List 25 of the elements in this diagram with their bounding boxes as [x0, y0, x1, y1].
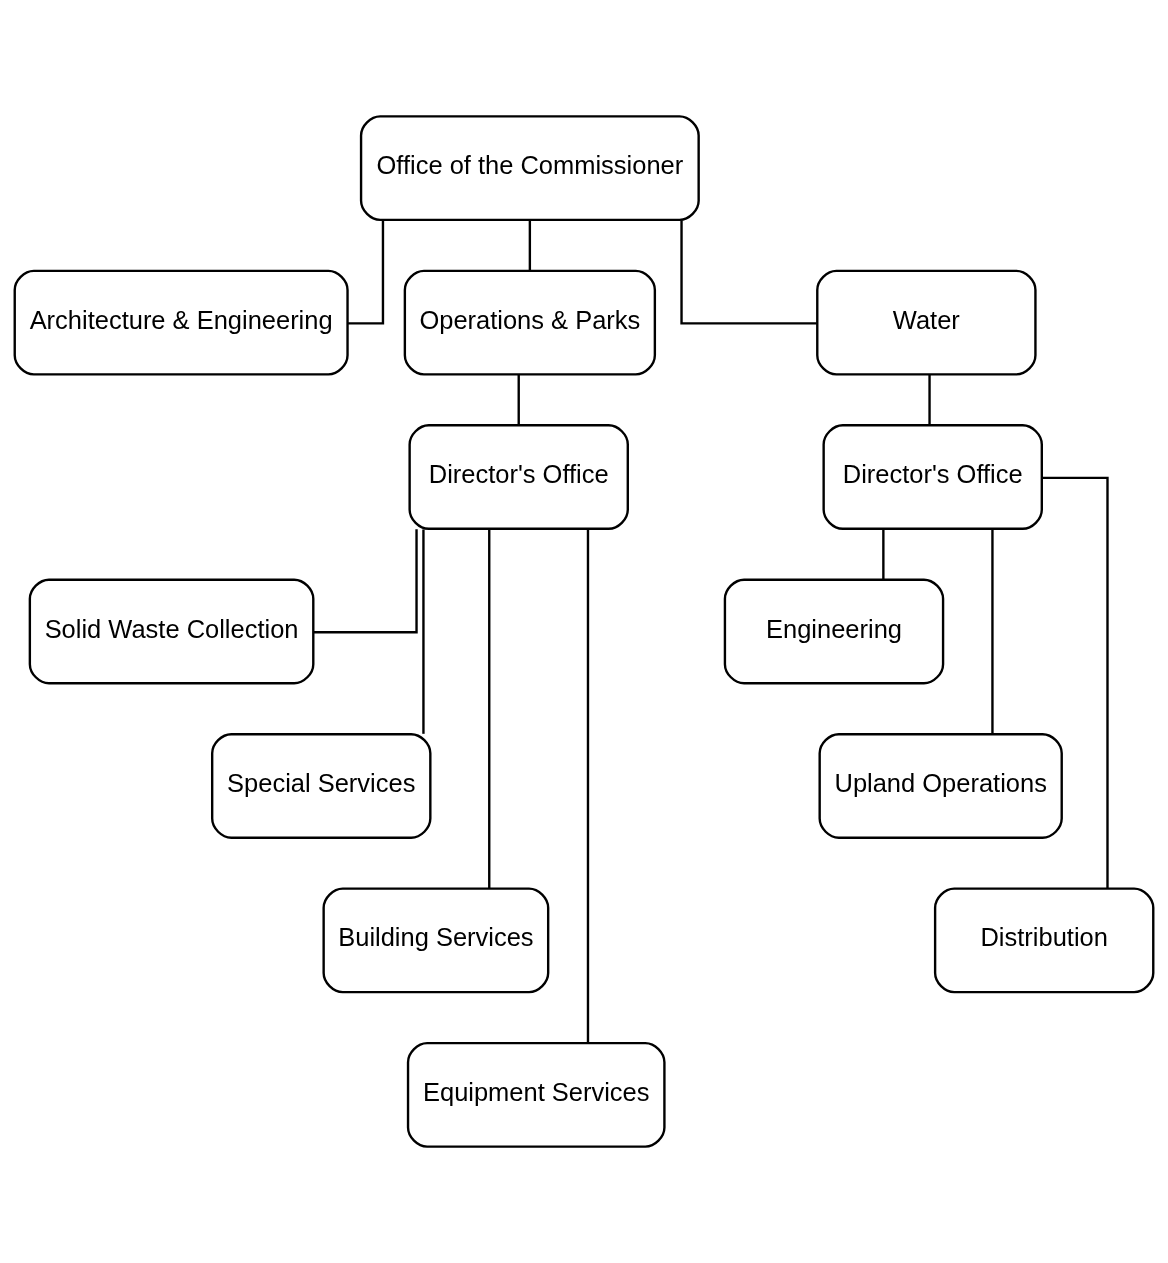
node-box: Upland Operations	[818, 733, 1063, 839]
connector	[882, 528, 885, 580]
connector	[313, 529, 418, 634]
connector	[517, 374, 520, 426]
node-box: Special Services	[211, 733, 432, 839]
node-box: Solid Waste Collection	[28, 578, 315, 685]
node-box: Water	[816, 269, 1037, 376]
connector	[1041, 476, 1109, 889]
node-box: Engineering	[723, 578, 945, 685]
connector	[422, 529, 425, 734]
connector	[586, 529, 590, 1044]
node-box: Equipment Services	[406, 1041, 666, 1148]
node-box: Distribution	[933, 887, 1155, 994]
node-box: Office of the Commissioner	[359, 115, 700, 222]
connector	[488, 528, 491, 889]
connector	[528, 220, 532, 271]
connector	[991, 529, 994, 734]
node-box: Architecture & Engineering	[13, 269, 349, 376]
connector	[347, 220, 385, 325]
connector	[680, 220, 817, 325]
node-box: Director's Office	[822, 424, 1043, 530]
node-box: Operations & Parks	[403, 269, 657, 376]
node-box: Building Services	[322, 887, 550, 994]
connector	[928, 374, 931, 426]
node-box: Director's Office	[408, 424, 629, 530]
